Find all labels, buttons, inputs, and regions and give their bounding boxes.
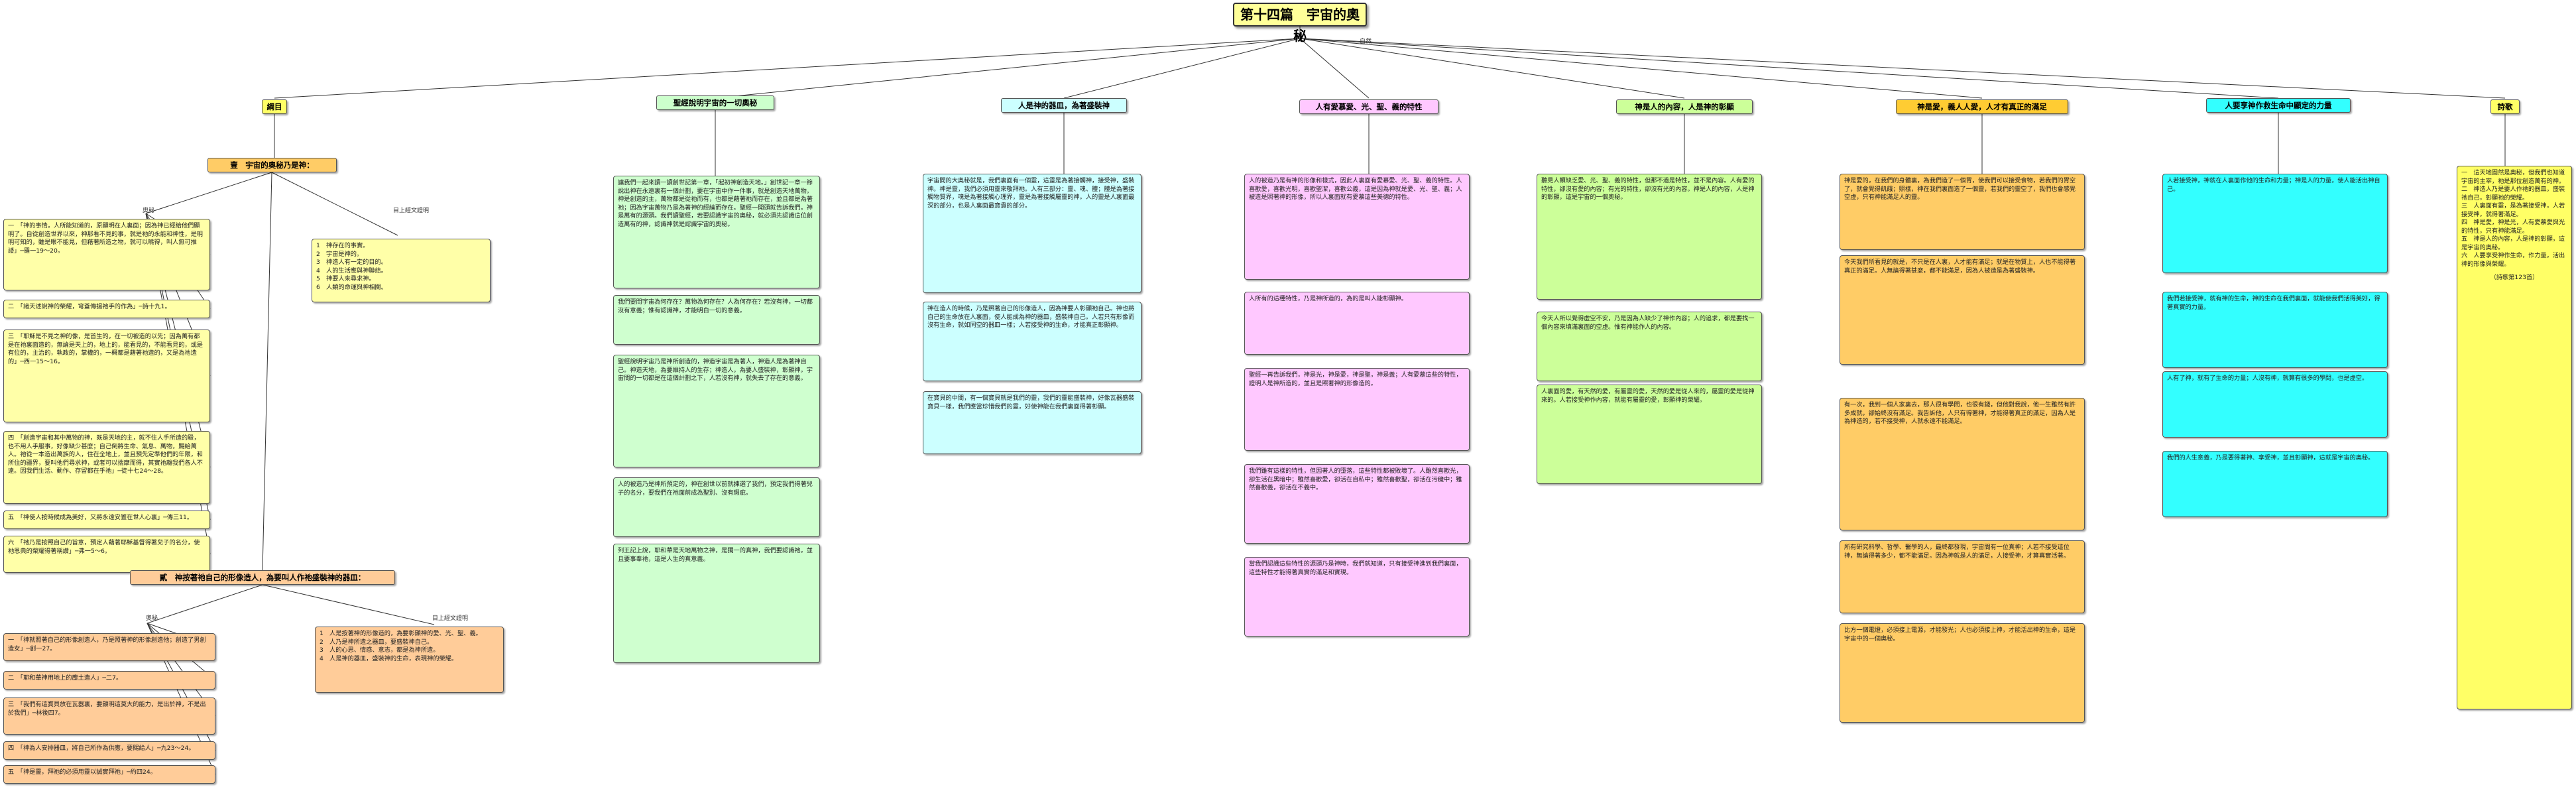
traits-note-1: 人的被造乃是有神的形像和樣式，因此人裏面有愛慕愛、光、聖、義的特性。人喜歡愛，喜… [1244, 174, 1470, 280]
branch-vessel: 人是神的器皿，為著盛裝神 [1001, 98, 1127, 113]
outline-sub2-item-2: 二 「耶和華神用地上的塵土造人」─二7。 [3, 671, 215, 690]
strength-note-3: 人有了神，就有了生命的力量；人沒有神，就算有很多的學問，也是虛空。 [2162, 371, 2388, 438]
content-note-3: 人裏面的愛，有天然的愛，有屬靈的愛，天然的愛是從人來的，屬靈的愛是從神來的。人若… [1537, 385, 1762, 484]
strength-note-1: 人若接受神，神就在人裏面作他的生命和力量；神是人的力量，使人能活出神自己。 [2162, 174, 2388, 273]
outline-sub2-item-4: 四 「神為人安排器皿，將自己所作為供應，要賜給人」─九23～24。 [3, 741, 215, 760]
satisfaction-note-5: 比方一個電燈，必須接上電源，才能發光；人也必須接上神，才能活出神的生命，這是宇宙… [1840, 623, 2085, 723]
content-note-2: 今天人所以覺得虛空不安，乃是因為人缺少了神作內容；人的追求，都是要找一個內容來填… [1537, 312, 1762, 381]
branch-traits: 人有愛慕愛、光、聖、義的特性 [1299, 99, 1438, 114]
sub1-right-connector [271, 172, 398, 236]
branch-connector [715, 38, 1301, 99]
branch-connector [1299, 38, 1685, 99]
strength-note-4: 我們的人生意義，乃是要得著神、享受神，並且彰顯神，這就是宇宙的奧秘。 [2162, 451, 2388, 517]
sub2-right-connector [262, 584, 435, 625]
sub2-left-caption: 奧秘 [146, 615, 158, 622]
bible-note-1: 讓我們一起來讀一讀創世記第一章，「起初神創造天地。」創世記一章一節說出神在永遠裏… [613, 176, 820, 288]
outline-item-1: 一 「神的事情，人所能知道的，原顯明在人裏面；因為神已經給他們顯明了。自從創造世… [3, 219, 210, 290]
outline-item-3: 三 「耶穌是不見之神的像，是首生的，在一切被造的以先；因為萬有都是在祂裏面造的，… [3, 330, 210, 422]
outline-sub2: 貳 神按著祂自己的形像造人，為要叫人作祂盛裝神的器皿： [130, 570, 395, 585]
strength-note-2: 我們若接受神，就有神的生命，神的生命在我們裏面，就能使我們活得美好，得著真實的力… [2162, 292, 2388, 368]
branch-connector [1063, 38, 1301, 99]
hymn-box: 一 這天地固然是奧秘，但我們也知道宇宙的主宰，祂是那位創造萬有的神。 二 神造人… [2457, 166, 2572, 709]
outline-list: 1 神存在的事實。 2 宇宙是神的。 3 神造人有一定的目的。 4 人的生活應與… [312, 239, 491, 302]
outline-sub1: 壹 宇宙的奧秘乃是神： [207, 158, 337, 172]
traits-note-5: 當我們認識這些特性的源頭乃是神時，我們就知道，只有接受神進到我們裏面，這些特性才… [1244, 557, 1470, 636]
outline-item-5: 五 「神使人按時候成為美好，又將永遠安置在世人心裏」─傳三11。 [3, 511, 210, 529]
sub1-left-connector [145, 172, 272, 214]
satisfaction-note-1: 神是愛的，在我們的身體裏，為我們造了一個胃，使我們可以接受食物，若我們的胃空了，… [1840, 174, 2085, 250]
bible-note-2: 我們要問宇宙為何存在？萬物為何存在？人為何存在？若沒有神，一切都沒有意義；惟有認… [613, 295, 820, 345]
branch-outline: 綱目 [262, 99, 287, 114]
branch-connector [1299, 38, 1370, 99]
traits-note-4: 我們雖有這樣的特性，但因著人的墮落，這些特性都被敗壞了。人雖然喜歡光，卻生活在黑… [1244, 464, 1470, 544]
vessel-note-2: 神在造人的時候，乃是照著自己的形像造人，因為神要人彰顯祂自己。神也將自己的生命放… [923, 302, 1142, 381]
sub2-connector [262, 172, 272, 571]
sub2-left-connector [146, 584, 263, 624]
outline-sub2-item-5: 五 「神是靈，拜祂的必須用靈以誠實拜祂」─約四24。 [3, 765, 215, 784]
bible-note-4: 人的被造乃是神所預定的，神在創世以前就揀選了我們，預定我們得著兒子的名分，要我們… [613, 477, 820, 537]
content-note-1: 聽見人類缺乏愛、光、聖、義的特性，但那不過是特性，並不是內容。人有愛的特性，卻沒… [1537, 174, 1762, 300]
branch-strength: 人要享神作救生命中顯定的力量 [2206, 98, 2351, 113]
branch-content: 神是人的內容，人是神的彰顯 [1616, 99, 1753, 114]
outline-sub2-item-1: 一 「神就照著自己的形像創造人，乃是照著神的形像創造他；創造了男創造女」─創一2… [3, 633, 215, 661]
outline-item-2: 二 「諸天述說神的榮耀，穹蒼傳揚祂手的作為」─詩十九1。 [3, 300, 210, 318]
bible-note-3: 聖經說明宇宙乃是神所創造的，神造宇宙是為著人，神造人是為著神自己。神造天地，為要… [613, 355, 820, 467]
sub1-right-caption: 目上經文證明 [393, 208, 430, 214]
sub1-left-caption: 奧秘 [143, 208, 155, 214]
satisfaction-note-2: 今天我們所看見的就是，不只是在人裏，人才能有滿足；就是在物質上，人也不能得著真正… [1840, 255, 2085, 365]
traits-note-2: 人所有的這種特性，乃是神所造的，為的是叫人能彰顯神。 [1244, 292, 1470, 355]
outline-sub2-list: 1 人是按著神的形像造的，為要彰顯神的愛、光、聖、義。 2 人乃是神所造之器皿，… [315, 627, 504, 693]
satisfaction-note-3: 有一次，我到一個人家裏去，那人很有學問，也很有錢，但他對我說，他一生雖然有許多成… [1840, 398, 2085, 530]
root-title: 第十四篇 宇宙的奧秘 [1233, 3, 1367, 44]
branch-satisfaction: 神是愛，義人人愛，人才有真正的滿足 [1896, 99, 2068, 114]
sub2-right-caption: 目上經文證明 [432, 615, 469, 622]
branch-connector [1299, 38, 2506, 99]
root-caption: 自然 [1360, 38, 1372, 45]
outline-item-6: 六 「祂乃是按照自己的旨意，預定人藉著耶穌基督得著兒子的名分，使祂恩典的榮耀得著… [3, 536, 210, 573]
branch-bible: 聖經說明宇宙的一切奧秘 [656, 95, 774, 110]
branch-connector [1299, 38, 1983, 99]
bible-note-5: 列王記上說，耶和華是天地萬物之神，是獨一的真神，我們要認識祂，並且要事奉祂，這是… [613, 544, 820, 663]
satisfaction-note-4: 所有研究科學、哲學、醫學的人，最終都發現，宇宙間有一位真神；人若不接受這位神，無… [1840, 540, 2085, 613]
vessel-note-1: 宇宙間的大奧秘就是，我們裏面有一個靈，這靈是為著接觸神，接受神，盛裝神。神是靈，… [923, 174, 1142, 293]
vessel-note-3: 在寶貝的中間，有一個寶貝就是我們的靈，我們的靈能盛裝神，好像瓦器盛裝寶貝一樣，我… [923, 391, 1142, 454]
branch-connector [274, 38, 1301, 99]
outline-item-4: 四 「創造宇宙和其中萬物的神，既是天地的主，就不住人手所造的殿，也不用人手服事，… [3, 431, 210, 504]
traits-note-3: 聖經一再告訴我們，神是光，神是愛，神是聖，神是義；人有愛慕這些的特性，證明人是神… [1244, 368, 1470, 451]
outline-sub2-item-3: 三 「我們有這寶貝放在瓦器裏，要顯明這莫大的能力，是出於神，不是出於我們」─林後… [3, 697, 215, 735]
branch-connector [1299, 38, 2279, 99]
branch-hymn: 詩歌 [2490, 99, 2520, 114]
